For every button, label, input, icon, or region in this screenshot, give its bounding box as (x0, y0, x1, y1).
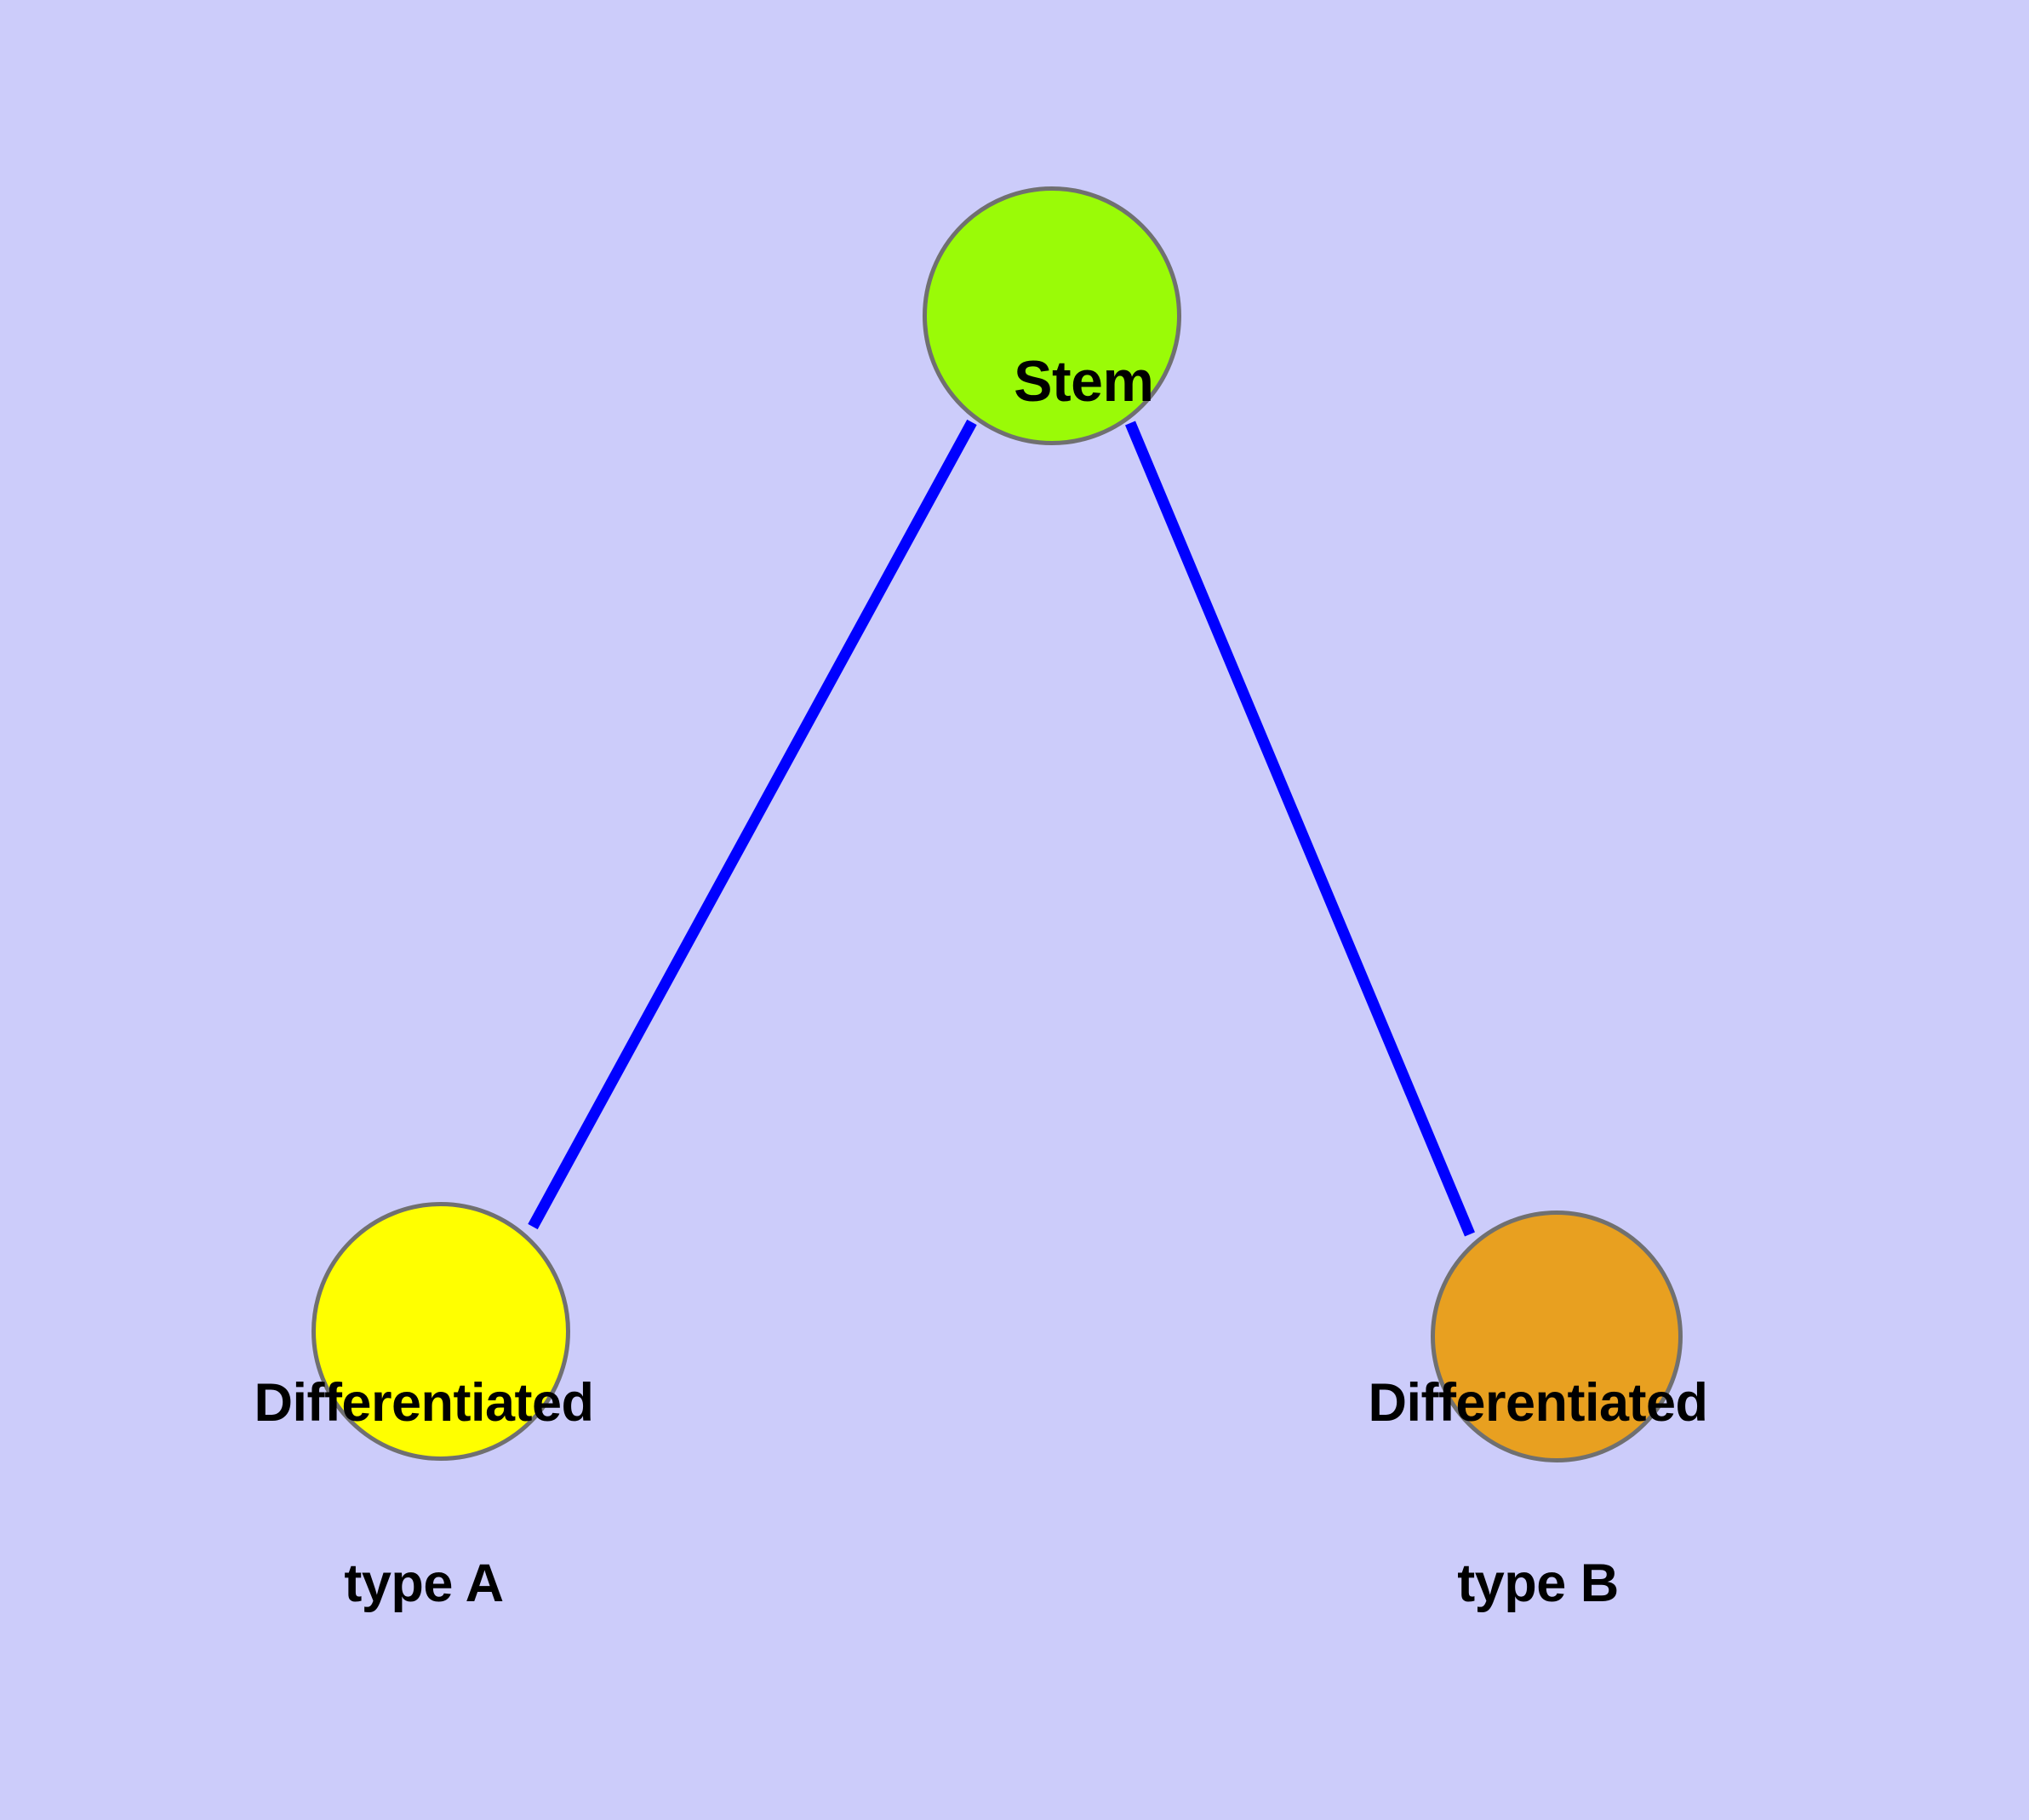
node-stem[interactable] (923, 186, 1181, 445)
node-differentiated-type-b[interactable] (1431, 1210, 1683, 1462)
edge-stem-to-type-b[interactable] (1125, 421, 1475, 1237)
node-differentiated-type-a[interactable] (311, 1202, 570, 1461)
edge-stem-to-type-a[interactable] (528, 419, 977, 1230)
